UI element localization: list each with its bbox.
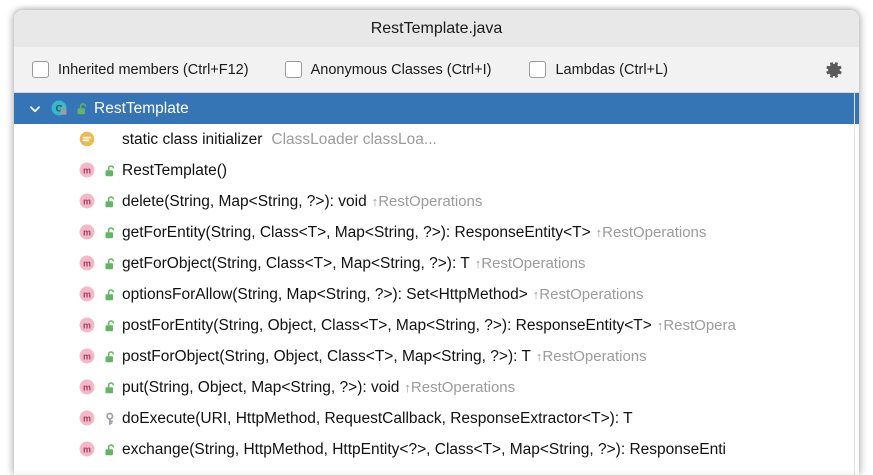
up-arrow-icon: ↑ — [404, 380, 411, 395]
tree-row-method-optionsforallow[interactable]: m optionsForAllow(String, Map<String, ?>… — [14, 279, 859, 310]
gear-icon[interactable] — [823, 59, 845, 81]
lambdas-checkbox[interactable] — [529, 61, 547, 78]
overrides-owner: ↑RestOperations — [536, 348, 647, 365]
member-label: getForObject(String, Class<T>, Map<Strin… — [122, 254, 470, 272]
inherited-members-label: Inherited members (Ctrl+F12) — [58, 61, 249, 78]
tree-row-method-getforentity[interactable]: m getForEntity(String, Class<T>, Map<Str… — [14, 217, 859, 248]
filter-lambdas[interactable]: Lambdas (Ctrl+L) — [529, 61, 668, 78]
lambdas-label: Lambdas (Ctrl+L) — [555, 61, 668, 78]
svg-text:m: m — [82, 165, 90, 175]
filter-inherited-members[interactable]: Inherited members (Ctrl+F12) — [32, 61, 249, 78]
public-lock-icon — [98, 349, 122, 365]
public-lock-icon — [98, 318, 122, 334]
up-arrow-icon: ↑ — [371, 194, 379, 209]
member-label: put(String, Object, Map<String, ?>): voi… — [122, 378, 400, 396]
tree-row-constructor[interactable]: m RestTemplate() — [14, 155, 859, 186]
filter-anonymous-classes[interactable]: Anonymous Classes (Ctrl+I) — [284, 61, 492, 78]
tree-row-method-delete[interactable]: m delete(String, Map<String, ?>): void ↑… — [14, 186, 859, 217]
popup-titlebar: RestTemplate.java — [14, 10, 859, 47]
method-icon: m — [76, 440, 98, 459]
member-label: exchange(String, HttpMethod, HttpEntity<… — [122, 440, 726, 458]
svg-text:m: m — [82, 351, 90, 361]
method-icon: m — [76, 161, 98, 180]
member-label: RestTemplate() — [122, 161, 228, 179]
owner-name: RestOperations — [539, 286, 644, 303]
method-icon: m — [76, 378, 98, 397]
svg-text:m: m — [82, 196, 90, 206]
class-label: RestTemplate — [94, 99, 189, 117]
tree-row-method-getforobject[interactable]: m getForObject(String, Class<T>, Map<Str… — [14, 248, 859, 279]
svg-text:m: m — [82, 413, 90, 423]
up-arrow-icon: ↑ — [656, 318, 664, 333]
up-arrow-icon: ↑ — [532, 287, 540, 302]
method-icon: m — [76, 316, 98, 335]
member-label: delete(String, Map<String, ?>): void — [122, 192, 367, 210]
member-label: static class initializer — [122, 130, 263, 148]
svg-text:m: m — [82, 444, 90, 454]
method-icon: m — [76, 285, 98, 304]
member-label: postForEntity(String, Object, Class<T>, … — [122, 316, 652, 334]
member-detail: ClassLoader classLoa... — [271, 130, 437, 148]
structure-tree[interactable]: C RestTemplate — [14, 93, 859, 475]
tree-row-method-postforobject[interactable]: m postForObject(String, Object, Class<T>… — [14, 341, 859, 372]
scrollbar-track[interactable] — [854, 93, 855, 475]
svg-text:C: C — [55, 103, 62, 114]
owner-name: RestOpera — [663, 317, 736, 334]
member-label: doExecute(URI, HttpMethod, RequestCallba… — [122, 409, 633, 427]
public-lock-icon — [98, 442, 122, 458]
svg-text:m: m — [82, 289, 90, 299]
public-lock-icon — [98, 194, 122, 210]
owner-name: RestOperations — [602, 224, 707, 241]
svg-text:m: m — [82, 320, 90, 330]
filter-toolbar: Inherited members (Ctrl+F12) Anonymous C… — [14, 47, 859, 93]
public-lock-icon — [98, 256, 122, 272]
chevron-down-icon[interactable] — [22, 102, 48, 116]
tree-row-class-resttemplate[interactable]: C RestTemplate — [14, 93, 859, 124]
overrides-owner: ↑RestOperations — [475, 255, 586, 272]
owner-name: RestOperations — [378, 193, 483, 210]
svg-text:m: m — [82, 227, 90, 237]
static-initializer-icon — [76, 130, 98, 150]
method-icon: m — [76, 347, 98, 366]
anonymous-classes-checkbox[interactable] — [284, 61, 302, 78]
overrides-owner: ↑RestOperations — [533, 286, 644, 303]
svg-text:m: m — [82, 382, 90, 392]
overrides-owner: ↑RestOperations — [596, 224, 707, 241]
tree-row-method-put[interactable]: m put(String, Object, Map<String, ?>): v… — [14, 372, 859, 403]
up-arrow-icon: ↑ — [535, 349, 543, 364]
up-arrow-icon: ↑ — [474, 256, 482, 271]
method-icon: m — [76, 254, 98, 273]
public-lock-icon — [98, 287, 122, 303]
owner-name: RestOperations — [542, 348, 647, 365]
overrides-owner: ↑RestOperations — [372, 193, 483, 210]
public-lock-icon — [70, 101, 94, 117]
method-icon: m — [76, 192, 98, 211]
popup-title: RestTemplate.java — [370, 19, 503, 37]
member-label: postForObject(String, Object, Class<T>, … — [122, 347, 531, 365]
tree-row-static-initializer[interactable]: static class initializer ClassLoader cla… — [14, 124, 859, 155]
anonymous-classes-label: Anonymous Classes (Ctrl+I) — [310, 61, 492, 78]
bottom-fade — [14, 470, 859, 475]
inherited-members-checkbox[interactable] — [32, 61, 49, 78]
class-icon: C — [48, 99, 70, 118]
tree-row-method-doexecute[interactable]: m doExecute(URI, HttpMethod, RequestCall… — [14, 403, 859, 434]
member-label: optionsForAllow(String, Map<String, ?>):… — [122, 285, 528, 303]
overrides-owner: ↑RestOpera — [657, 317, 736, 334]
tree-row-method-postforentity[interactable]: m postForEntity(String, Object, Class<T>… — [14, 310, 859, 341]
method-icon: m — [76, 409, 98, 428]
public-lock-icon — [98, 163, 122, 179]
svg-text:m: m — [82, 258, 90, 268]
file-structure-popup: RestTemplate.java Inherited members (Ctr… — [14, 10, 859, 475]
public-lock-icon — [98, 225, 122, 241]
overrides-owner: ↑RestOperations — [404, 379, 515, 396]
public-lock-icon — [98, 380, 122, 396]
up-arrow-icon: ↑ — [595, 225, 603, 240]
method-icon: m — [76, 223, 98, 242]
tree-row-method-exchange[interactable]: m exchange(String, HttpMethod, HttpEntit… — [14, 434, 859, 465]
protected-key-icon — [98, 411, 122, 427]
member-label: getForEntity(String, Class<T>, Map<Strin… — [122, 223, 591, 241]
owner-name: RestOperations — [410, 379, 516, 396]
owner-name: RestOperations — [481, 255, 586, 272]
